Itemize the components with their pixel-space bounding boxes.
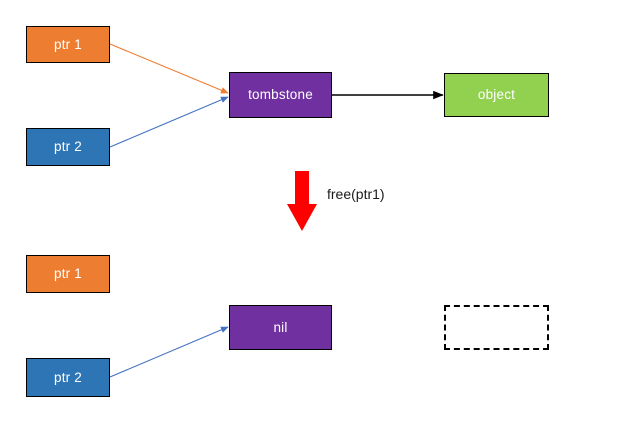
node-object-label: object (477, 87, 516, 103)
node-nil[interactable]: nil (229, 305, 332, 350)
node-tombstone-label: tombstone (248, 87, 313, 103)
free-down-arrow-icon (287, 171, 317, 231)
node-tombstone[interactable]: tombstone (229, 72, 332, 118)
node-ptr2-bottom-label: ptr 2 (53, 369, 82, 385)
free-call-label: free(ptr1) (327, 186, 385, 202)
node-ptr2-bottom[interactable]: ptr 2 (26, 358, 110, 397)
node-ptr2-top-label: ptr 2 (53, 139, 82, 155)
node-ptr1-bottom[interactable]: ptr 1 (26, 255, 110, 293)
node-ptr1-top[interactable]: ptr 1 (26, 26, 110, 63)
node-ptr1-bottom-label: ptr 1 (53, 266, 82, 282)
node-nil-label: nil (273, 319, 288, 335)
edge-ptr1-to-tombstone (109, 43, 229, 94)
node-ptr1-top-label: ptr 1 (53, 36, 82, 52)
node-freed-slot[interactable] (444, 305, 549, 350)
node-object[interactable]: object (444, 73, 549, 117)
edge-ptr2-to-nil (109, 326, 229, 378)
node-ptr2-top[interactable]: ptr 2 (26, 128, 110, 166)
edge-ptr2-to-tombstone (109, 96, 229, 148)
